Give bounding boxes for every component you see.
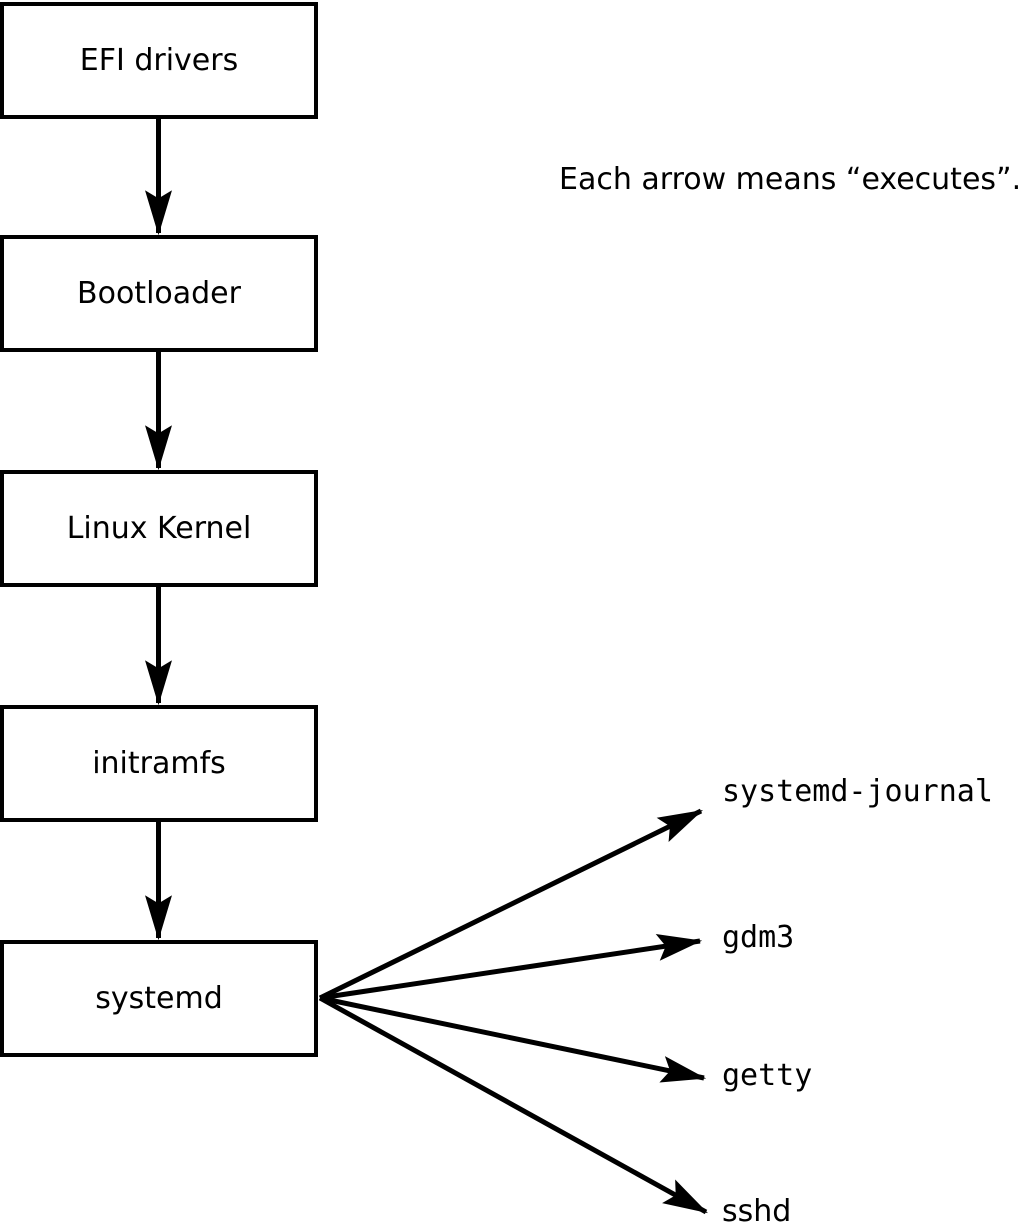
node-bootloader: Bootloader <box>0 235 318 352</box>
node-bootloader-label: Bootloader <box>77 275 241 311</box>
node-initramfs: initramfs <box>0 705 318 822</box>
node-systemd: systemd <box>0 940 318 1057</box>
leaf-systemd-journal: systemd-journal <box>722 774 993 809</box>
leaf-gdm3: gdm3 <box>722 920 795 955</box>
node-systemd-label: systemd <box>95 980 223 1016</box>
node-efi-drivers-label: EFI drivers <box>79 42 239 78</box>
node-linux-kernel-label: Linux Kernel <box>66 510 252 546</box>
node-efi-drivers: EFI drivers <box>0 2 318 119</box>
node-linux-kernel: Linux Kernel <box>0 470 318 587</box>
arrow-meaning-note: Each arrow means “executes”. <box>559 162 1022 197</box>
arrow-systemd-to-gdm3 <box>319 933 703 1001</box>
node-initramfs-label: initramfs <box>92 745 226 781</box>
arrow-systemd-to-getty <box>319 995 707 1083</box>
leaf-getty: getty <box>722 1058 813 1093</box>
arrow-systemd-to-systemd-journal <box>318 808 704 1001</box>
arrow-systemd-to-sshd <box>318 995 708 1215</box>
leaf-sshd: sshd <box>722 1194 792 1229</box>
